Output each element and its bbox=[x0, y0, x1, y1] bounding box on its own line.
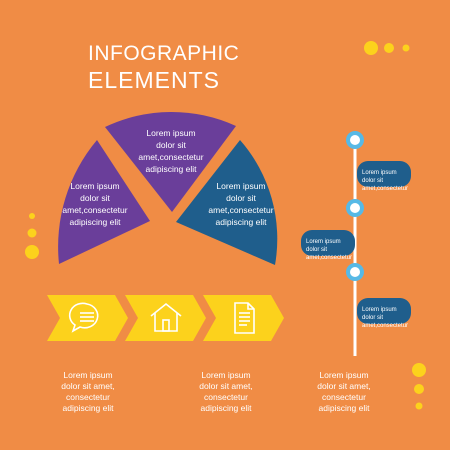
step-text-line: adipiscing elit bbox=[200, 403, 252, 413]
timeline-text: Lorem ipsum dolor sit amet,consectetur bbox=[362, 307, 409, 329]
segment-text-line: Lorem ipsum bbox=[216, 181, 266, 191]
step-3-description: Lorem ipsum dolor sit amet, consectetur … bbox=[289, 370, 399, 414]
segment-text-line: dolor sit bbox=[80, 193, 110, 203]
decor-dot bbox=[402, 44, 410, 52]
step-text-line: consectetur bbox=[66, 392, 110, 402]
decor-dot bbox=[412, 363, 426, 377]
title-line-2: ELEMENTS bbox=[88, 67, 220, 93]
step-text-line: Lorem ipsum bbox=[63, 370, 113, 380]
segment-text-line: Lorem ipsum bbox=[70, 181, 120, 191]
timeline-label-1: Lorem ipsum dolor sit amet,consectetur bbox=[362, 169, 408, 193]
timeline-pill-2 bbox=[301, 230, 355, 256]
segment-text-line: Lorem ipsum bbox=[146, 128, 196, 138]
timeline-node bbox=[346, 131, 364, 149]
step-1-description: Lorem ipsum dolor sit amet, consectetur … bbox=[33, 370, 143, 414]
segment-text-line: adipiscing elit bbox=[145, 164, 197, 174]
segment-middle-label: Lorem ipsum dolor sit amet,consectetur a… bbox=[131, 127, 211, 175]
step-text-line: dolor sit amet, bbox=[199, 381, 253, 391]
timeline-pill-1 bbox=[357, 161, 411, 187]
step-text-line: adipiscing elit bbox=[318, 403, 370, 413]
home-icon bbox=[150, 302, 182, 332]
step-text-line: adipiscing elit bbox=[62, 403, 114, 413]
segment-left bbox=[58, 140, 151, 264]
segment-right bbox=[176, 140, 278, 265]
chevron-step-3 bbox=[203, 295, 284, 341]
timeline-text: Lorem ipsum dolor sit amet,consectetur bbox=[362, 170, 409, 192]
segment-right-label: Lorem ipsum dolor sit amet,consectetur a… bbox=[198, 180, 284, 228]
decor-dot bbox=[415, 402, 423, 410]
decor-dot bbox=[384, 43, 394, 53]
chevron-step-1 bbox=[47, 295, 128, 341]
segment-left-label: Lorem ipsum dolor sit amet,consectetur a… bbox=[55, 180, 135, 228]
segment-text-line: amet,consectetur bbox=[62, 205, 128, 215]
timeline-node bbox=[346, 199, 364, 217]
step-text-line: Lorem ipsum bbox=[201, 370, 251, 380]
chevron-step-2 bbox=[125, 295, 206, 341]
timeline-label-2: Lorem ipsum dolor sit amet,consectetur bbox=[306, 238, 352, 262]
timeline-label-3: Lorem ipsum dolor sit amet,consectetur bbox=[362, 306, 408, 330]
step-text-line: dolor sit amet, bbox=[317, 381, 371, 391]
timeline-pill-3 bbox=[357, 298, 411, 324]
title-line-1: INFOGRAPHIC bbox=[88, 42, 240, 65]
decor-dot bbox=[364, 41, 378, 55]
timeline-node bbox=[346, 263, 364, 281]
timeline-text: Lorem ipsum dolor sit amet,consectetur bbox=[306, 239, 353, 261]
step-2-description: Lorem ipsum dolor sit amet, consectetur … bbox=[171, 370, 281, 414]
step-text-line: dolor sit amet, bbox=[61, 381, 115, 391]
document-icon bbox=[234, 302, 255, 334]
step-text-line: Lorem ipsum bbox=[319, 370, 369, 380]
decor-dot bbox=[29, 213, 35, 219]
decor-dot bbox=[27, 228, 37, 238]
step-text-line: consectetur bbox=[204, 392, 248, 402]
segment-text-line: dolor sit bbox=[156, 140, 186, 150]
step-text-line: consectetur bbox=[322, 392, 366, 402]
segment-text-line: dolor sit bbox=[226, 193, 256, 203]
decor-dot bbox=[25, 245, 39, 259]
page-title: INFOGRAPHIC ELEMENTS bbox=[88, 42, 239, 94]
segment-text-line: adipiscing elit bbox=[69, 217, 121, 227]
decor-dot bbox=[414, 384, 424, 394]
segment-text-line: adipiscing elit bbox=[215, 217, 267, 227]
segment-text-line: amet,consectetur bbox=[208, 205, 274, 215]
speech-bubble-icon bbox=[68, 302, 99, 333]
segment-text-line: amet,consectetur bbox=[138, 152, 204, 162]
segment-middle bbox=[105, 111, 236, 212]
